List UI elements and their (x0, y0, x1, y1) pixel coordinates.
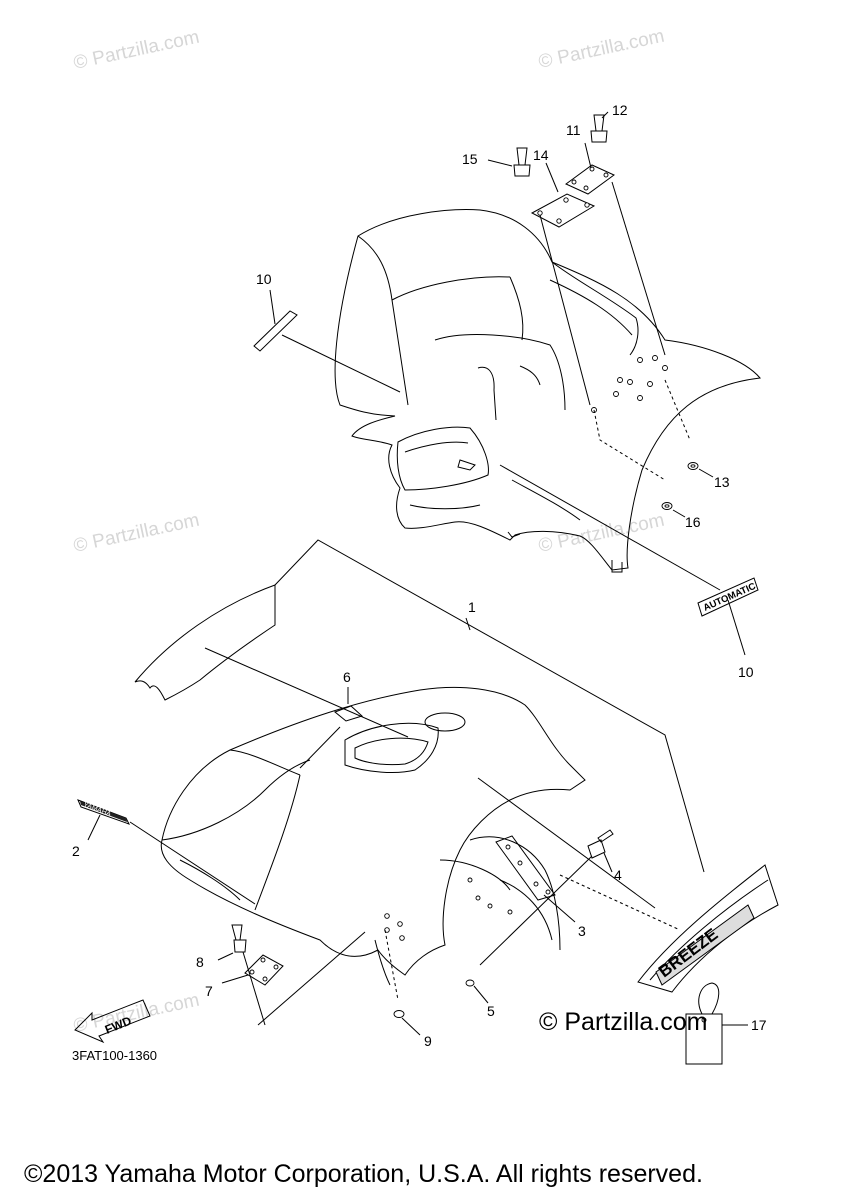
upper-leader-lines (281, 181, 721, 591)
plate-14 (530, 193, 596, 228)
yamaha-decal: YAMAHA (77, 799, 131, 841)
lower-guide-lines (129, 647, 681, 931)
callout-17: 17 (751, 1017, 767, 1033)
tag-17 (685, 982, 748, 1065)
callout-4: 4 (614, 867, 622, 883)
plates-and-rivets (487, 111, 615, 228)
decal-6 (299, 687, 363, 769)
watermark-group: © Partzilla.com © Partzilla.com © Partzi… (72, 26, 667, 1037)
callout-6: 6 (343, 669, 351, 685)
rear-fender (334, 209, 761, 573)
washers-upper (661, 462, 714, 518)
rivet-15 (513, 147, 531, 177)
callout-5: 5 (487, 1003, 495, 1019)
decal-10-upper (253, 289, 298, 352)
callout-16: 16 (685, 514, 701, 530)
rivet-4 (479, 829, 614, 966)
copyright-notice: ©2013 Yamaha Motor Corporation, U.S.A. A… (24, 1160, 703, 1188)
callout-12: 12 (612, 102, 628, 118)
front-fender (134, 584, 586, 986)
plate-11 (565, 164, 615, 195)
watermark: © Partzilla.com (72, 27, 202, 74)
watermark: © Partzilla.com (537, 26, 667, 73)
callout-14: 14 (533, 147, 549, 163)
watermark: © Partzilla.com (72, 510, 202, 557)
callout-9: 9 (424, 1033, 432, 1049)
yamaha-decal-text: YAMAHA (82, 801, 112, 818)
items-7-8-9 (217, 924, 421, 1036)
callout-1: 1 (468, 599, 476, 615)
callout-13: 13 (714, 474, 730, 490)
breeze-decal: BREEZE (637, 864, 779, 993)
watermark: © Partzilla.com (537, 510, 667, 557)
item-1-frame (274, 539, 705, 873)
automatic-decal: AUTOMATIC (697, 577, 759, 656)
callout-2: 2 (72, 843, 80, 859)
watermark-large: © Partzilla.com (539, 1008, 707, 1036)
callout-15: 15 (462, 151, 478, 167)
callout-labels: 1 2 3 4 5 6 7 8 9 10 10 11 12 13 14 15 1… (72, 102, 767, 1049)
callout-11: 11 (566, 122, 581, 138)
plate-3 (495, 835, 556, 901)
callout-10-lower: 10 (738, 664, 754, 680)
callout-7: 7 (205, 983, 213, 999)
diagram-code: 3FAT100-1360 (72, 1048, 157, 1063)
callout-8: 8 (196, 954, 204, 970)
callout-3: 3 (578, 923, 586, 939)
rivet-12 (590, 114, 608, 143)
callout-10-upper: 10 (256, 271, 272, 287)
washer-5 (465, 979, 489, 1004)
